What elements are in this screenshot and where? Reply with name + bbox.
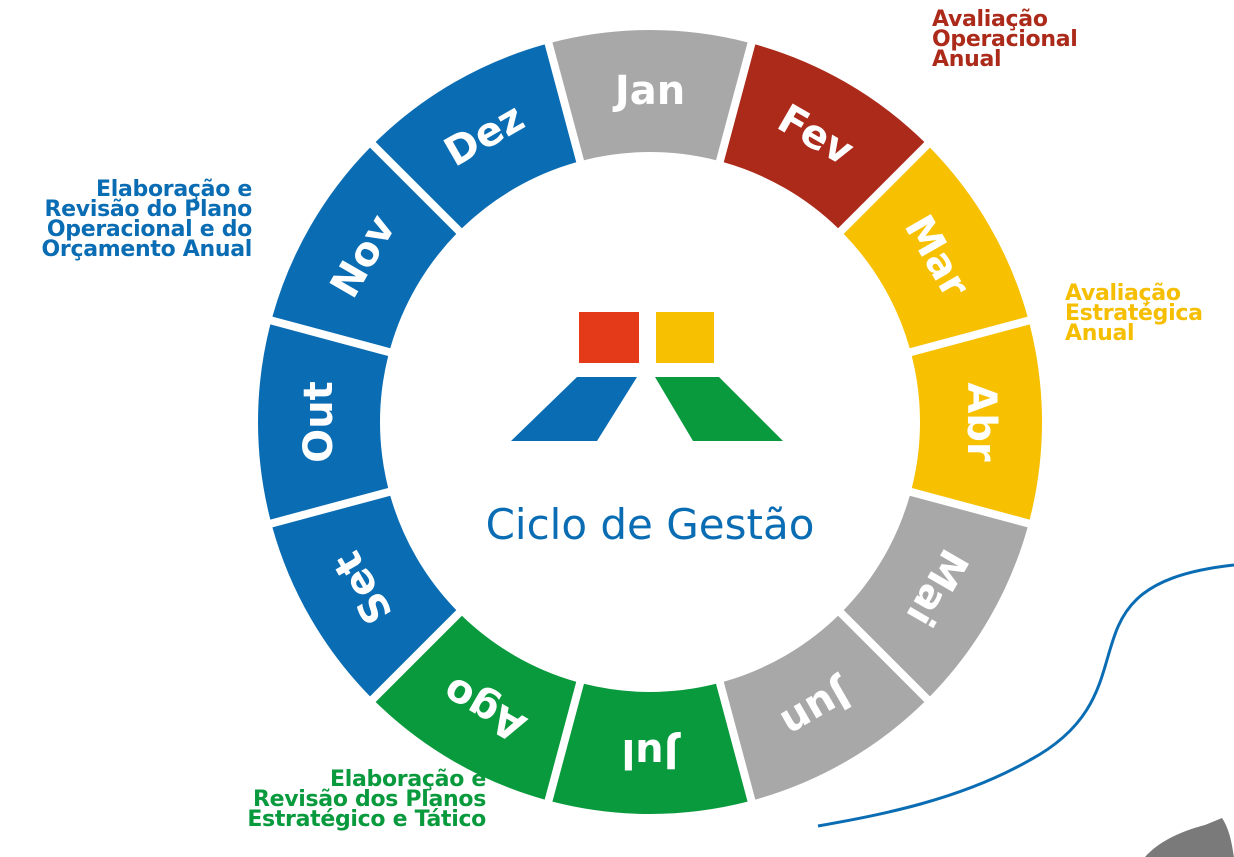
month-segment-mai	[843, 495, 1028, 697]
month-segment-mar	[843, 147, 1028, 349]
annotation-planos-estrategico-tatico: Elaboração e Revisão dos Planos Estratég…	[247, 767, 486, 832]
month-segment-dez	[375, 44, 577, 229]
annotation-line: Estratégico e Tático	[247, 807, 486, 832]
annotation-line: Anual	[932, 47, 1002, 72]
month-segment-nov	[272, 147, 457, 349]
annotation-line: Estratégica	[1065, 301, 1203, 326]
month-segment-ago	[375, 615, 577, 800]
annotation-line: Anual	[1065, 321, 1135, 346]
annotation-line: Revisão dos Planos	[252, 787, 486, 812]
month-label-abr: Abr	[958, 382, 1004, 462]
month-label-jan: Jan	[612, 68, 685, 114]
logo-blue-parallelogram	[511, 377, 637, 441]
annotation-avaliacao-operacional: Avaliação Operacional Anual	[932, 7, 1078, 72]
decorative-gray-shape	[1145, 818, 1234, 857]
month-segment-jan	[552, 30, 748, 161]
month-segment-out	[258, 324, 389, 520]
annotation-line: Orçamento Anual	[41, 237, 253, 262]
annotation-line: Elaboração e	[330, 767, 486, 792]
annotation-line: Operacional e do	[46, 217, 252, 242]
month-label-jul: Jul	[621, 730, 681, 776]
annotation-line: Operacional	[932, 27, 1078, 52]
annotation-line: Elaboração e	[96, 177, 252, 202]
center-title: Ciclo de Gestão	[486, 500, 815, 549]
month-segment-fev	[723, 44, 925, 229]
logo-green-parallelogram	[655, 377, 783, 441]
month-segment-jun	[723, 615, 925, 800]
decorative-blue-curve	[817, 563, 1234, 828]
annotation-line: Avaliação	[932, 7, 1048, 32]
annotation-line: Avaliação	[1065, 281, 1181, 306]
month-segment-abr	[911, 324, 1042, 520]
month-segment-set	[272, 495, 457, 697]
month-label-out: Out	[296, 381, 342, 463]
annotation-line: Revisão do Plano	[44, 197, 253, 222]
month-segment-jul	[552, 683, 748, 814]
logo-red-square	[579, 312, 639, 363]
annotation-plano-operacional: Elaboração e Revisão do Plano Operaciona…	[41, 177, 253, 262]
logo-yellow-square	[656, 312, 714, 363]
annotation-avaliacao-estrategica: Avaliação Estratégica Anual	[1065, 281, 1203, 346]
logo	[511, 312, 783, 441]
